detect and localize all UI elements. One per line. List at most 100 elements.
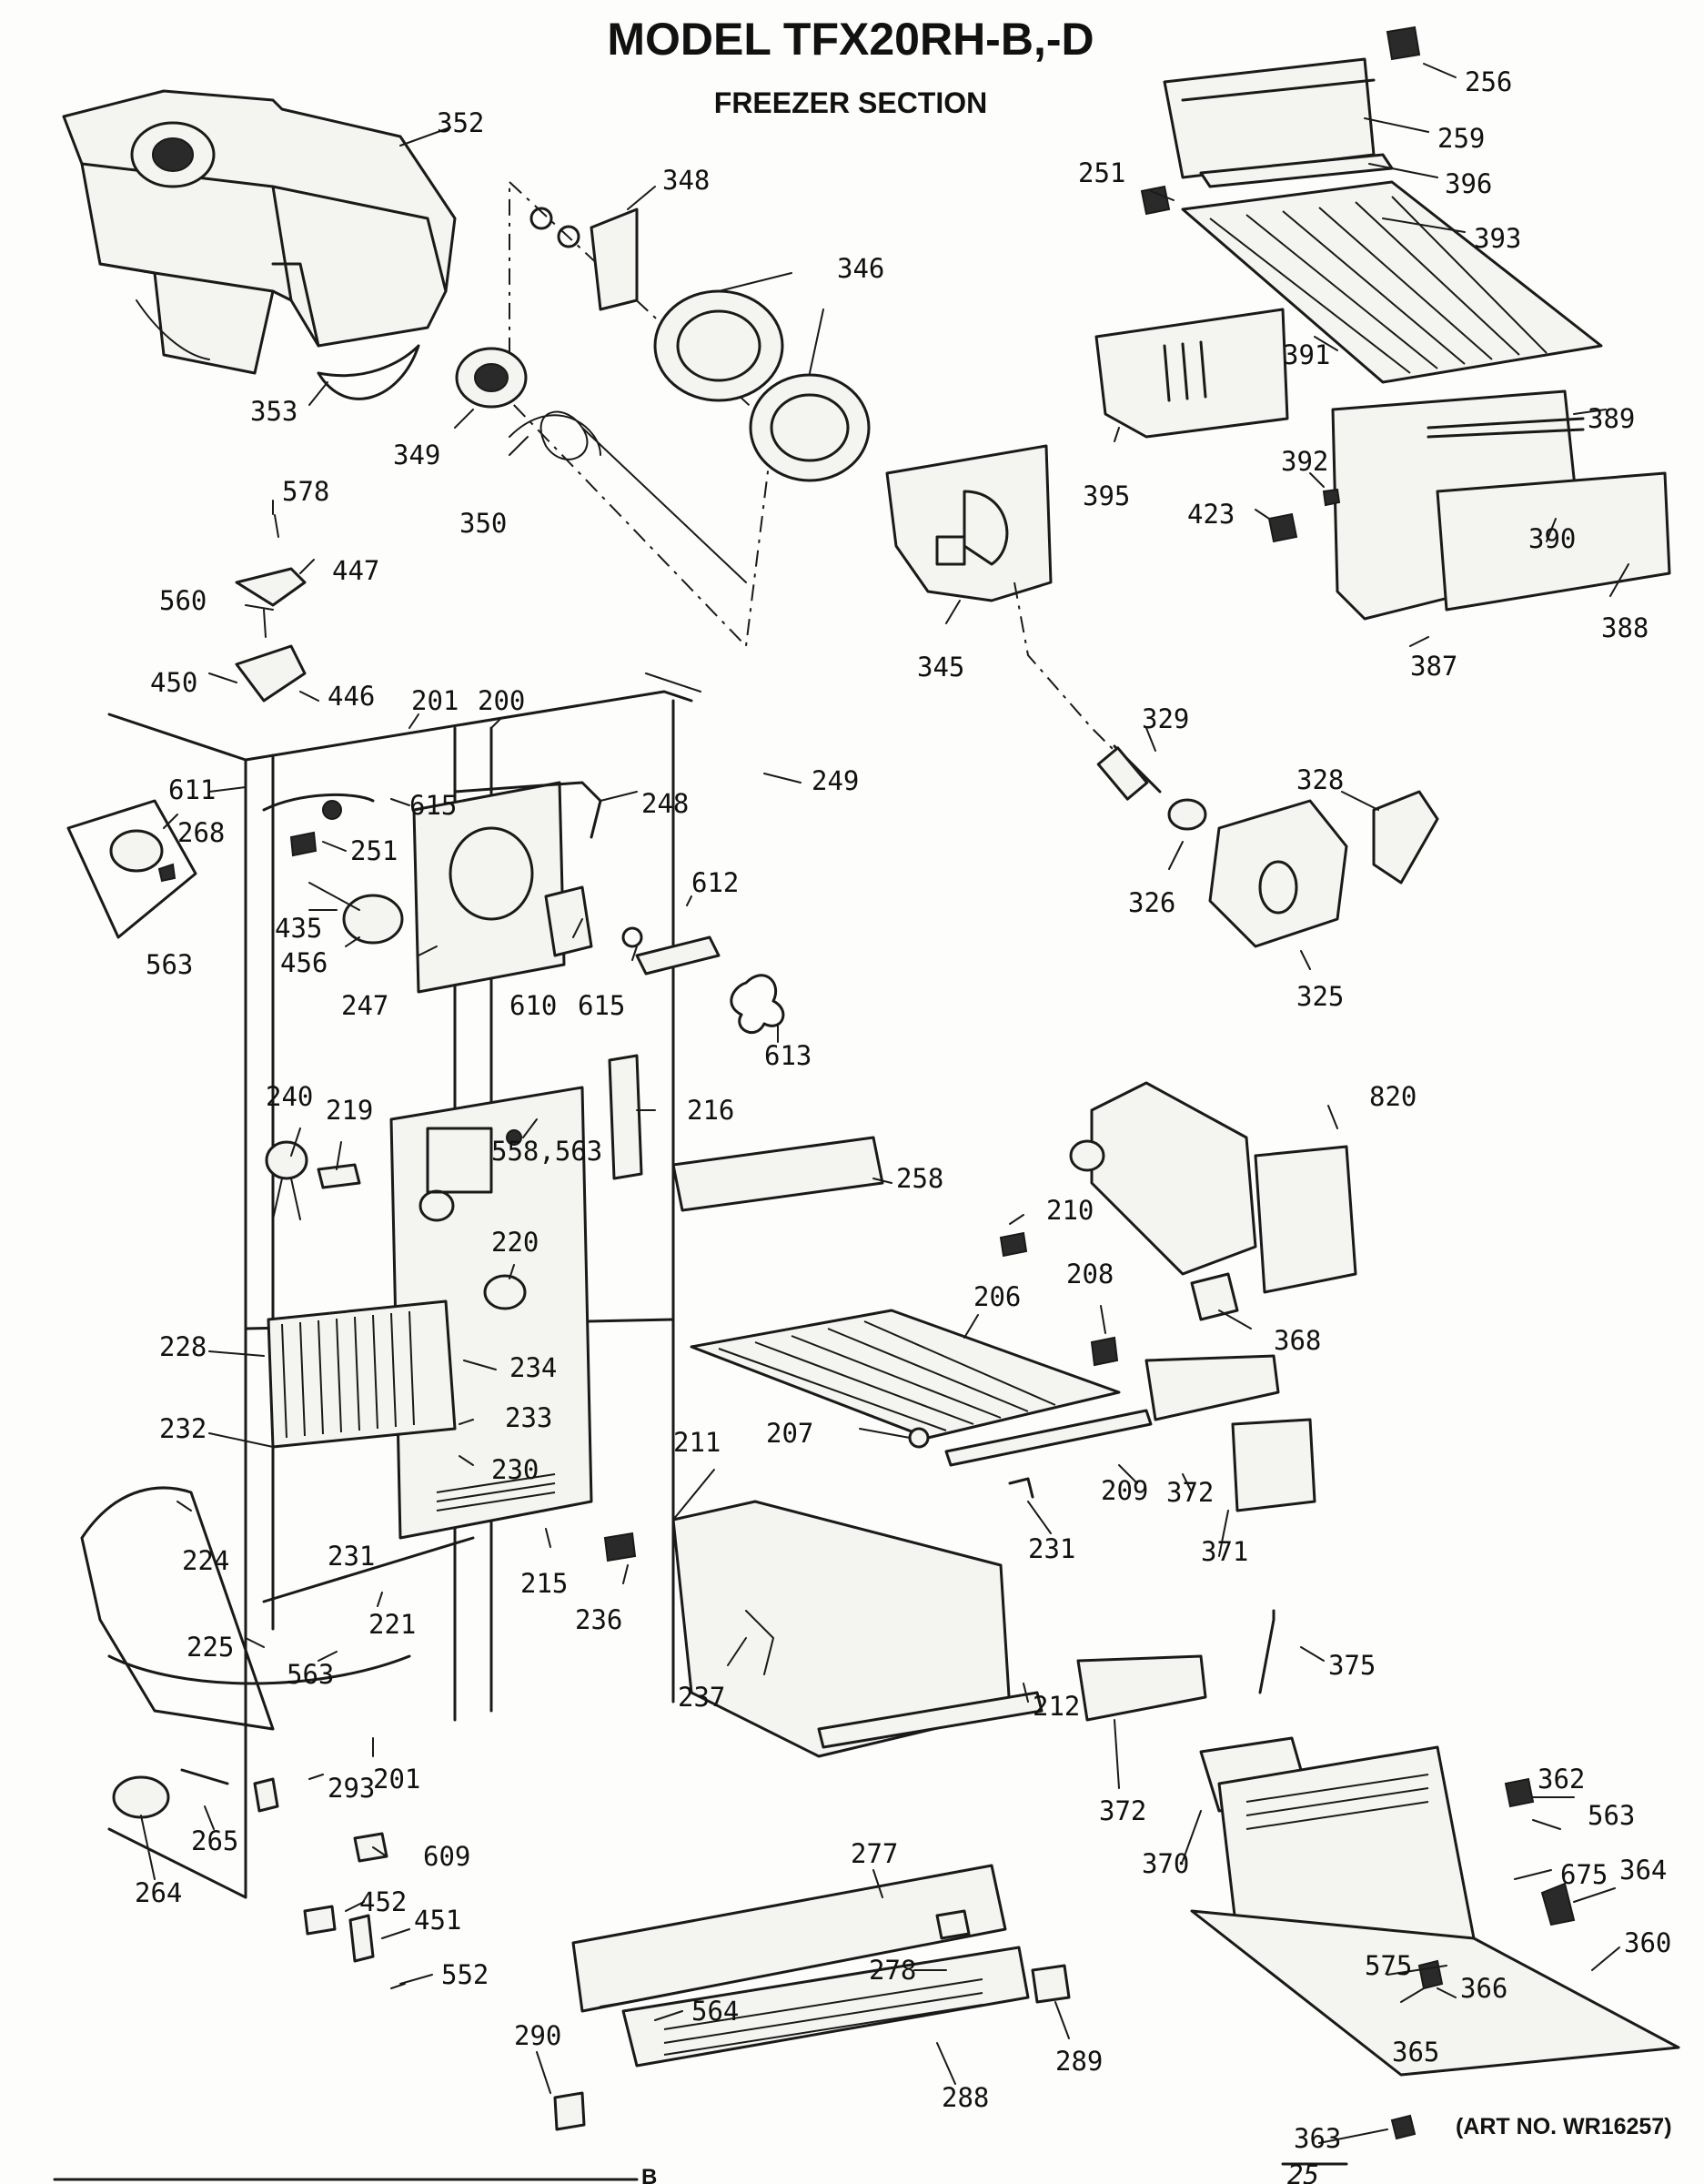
callout-370: 370 (1142, 1848, 1189, 1879)
callout-371: 371 (1201, 1536, 1248, 1567)
callout-612: 612 (691, 867, 739, 898)
control-housing-360 (1190, 1736, 1680, 2140)
callout-labels: 256 259 396 251 393 352 348 346 353 349 … (135, 66, 1671, 2154)
leader-lines (140, 63, 1629, 2144)
callout-210: 210 (1046, 1195, 1094, 1226)
callout-423: 423 (1187, 499, 1235, 530)
callout-232: 232 (159, 1413, 207, 1444)
callout-240: 240 (266, 1081, 313, 1112)
callout-224: 224 (182, 1545, 229, 1576)
callout-206: 206 (973, 1281, 1021, 1312)
callout-564: 564 (691, 1996, 739, 2027)
callout-212: 212 (1033, 1691, 1080, 1722)
ice-bucket-352 (62, 89, 457, 375)
callout-375: 375 (1328, 1650, 1376, 1681)
callout-366: 366 (1460, 1973, 1507, 2004)
callout-277: 277 (851, 1838, 898, 1869)
callout-560: 560 (159, 585, 207, 616)
callout-278: 278 (869, 1955, 916, 1986)
callout-362: 362 (1538, 1764, 1585, 1795)
trim-216 (608, 1054, 643, 1180)
callout-615-mid: 615 (578, 990, 625, 1021)
callout-396: 396 (1445, 168, 1492, 199)
harness-375 (1258, 1609, 1275, 1694)
callout-249: 249 (812, 765, 859, 796)
auger-parts (455, 179, 871, 649)
callout-264: 264 (135, 1877, 182, 1908)
callout-350: 350 (459, 508, 507, 539)
callout-201-top: 201 (411, 685, 459, 716)
callout-452: 452 (359, 1886, 407, 1917)
fan-bracket-247 (412, 781, 566, 994)
callout-610: 610 (509, 990, 557, 1021)
toe-grille-288 (553, 1864, 1071, 2131)
callout-209: 209 (1101, 1475, 1148, 1506)
callout-387: 387 (1410, 651, 1457, 682)
callout-575: 575 (1365, 1950, 1412, 1981)
callout-230: 230 (491, 1454, 539, 1485)
callout-435: 435 (275, 913, 322, 944)
callout-563-right: 563 (1588, 1800, 1635, 1831)
callout-233: 233 (505, 1402, 552, 1433)
callout-258: 258 (896, 1163, 943, 1194)
baffle-345 (885, 444, 1053, 602)
callout-256: 256 (1465, 66, 1512, 97)
bottom-small-parts (112, 1768, 406, 1989)
duct-248 (453, 781, 602, 839)
callout-326: 326 (1128, 887, 1175, 918)
callout-578: 578 (282, 476, 329, 507)
callout-391: 391 (1283, 339, 1330, 370)
callout-200: 200 (478, 685, 525, 716)
callout-609: 609 (423, 1841, 470, 1872)
callout-820: 820 (1369, 1081, 1417, 1112)
bucket-shaft-353 (317, 344, 420, 400)
callout-251-mid: 251 (350, 835, 398, 866)
callout-265: 265 (191, 1825, 238, 1856)
baffle-395 (1094, 308, 1289, 439)
callout-611: 611 (168, 774, 216, 805)
callout-236: 236 (575, 1604, 622, 1635)
callout-360: 360 (1624, 1927, 1671, 1958)
callout-207: 207 (766, 1418, 813, 1449)
callout-451: 451 (414, 1905, 461, 1936)
callout-393: 393 (1474, 223, 1521, 254)
callout-248: 248 (641, 788, 689, 819)
diagram-title: MODEL TFX20RH-B,-D (607, 14, 1094, 65)
callout-221: 221 (368, 1609, 416, 1640)
callout-208: 208 (1066, 1259, 1114, 1289)
fan-parts-left (66, 793, 404, 1220)
callout-231-left: 231 (328, 1541, 375, 1572)
evaporator-228 (267, 1299, 457, 1449)
callout-220: 220 (491, 1227, 539, 1258)
callout-219: 219 (326, 1095, 373, 1126)
fan-motor-610 (544, 885, 785, 1035)
callout-345: 345 (917, 652, 964, 682)
callout-389: 389 (1588, 403, 1635, 434)
freezer-shelf-206 (690, 1231, 1153, 1499)
callout-352: 352 (437, 107, 484, 138)
trim-258 (671, 1136, 884, 1212)
callout-365: 365 (1392, 2037, 1439, 2068)
callout-353: 353 (250, 396, 297, 427)
callout-201-bottom: 201 (373, 1764, 420, 1795)
callout-368: 368 (1274, 1325, 1321, 1356)
callout-259: 259 (1437, 123, 1485, 154)
callout-328: 328 (1296, 764, 1344, 795)
callout-346: 346 (837, 253, 884, 284)
callout-234: 234 (509, 1352, 557, 1383)
callout-325: 325 (1296, 981, 1344, 1012)
ice-maker-auger-motor (1096, 744, 1439, 948)
callout-563-left: 563 (146, 949, 193, 980)
small-bracket-parts-left (235, 514, 307, 703)
callout-216: 216 (687, 1095, 734, 1126)
callout-215: 215 (520, 1568, 568, 1599)
light-housing-387 (1267, 389, 1671, 621)
callout-237: 237 (678, 1682, 725, 1713)
dispenser-parts-372-371 (1076, 1354, 1316, 1722)
callout-450: 450 (150, 667, 197, 698)
callout-247: 247 (341, 990, 388, 1021)
callout-552: 552 (441, 1959, 489, 1990)
callout-364: 364 (1619, 1855, 1667, 1886)
diagram-subtitle: FREEZER SECTION (714, 86, 987, 119)
callout-329: 329 (1142, 703, 1189, 734)
